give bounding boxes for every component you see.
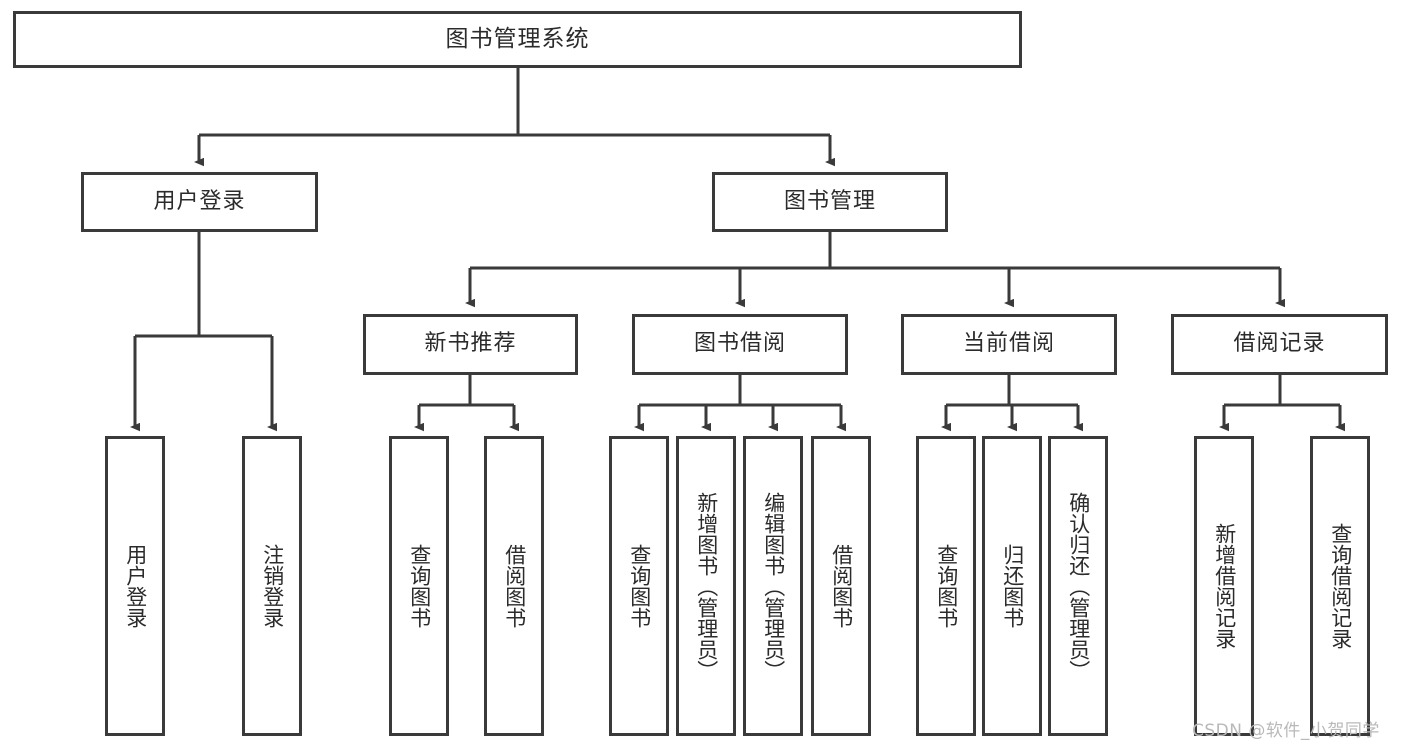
node-label: 新书推荐	[424, 331, 517, 357]
leaf-current-borrow-return-book[interactable]: 归还图书	[982, 436, 1042, 736]
node-label: 归还图书	[1000, 544, 1025, 628]
leaf-new-book-borrow-book[interactable]: 借阅图书	[484, 436, 544, 736]
leaf-user-login-logout[interactable]: 注销登录	[242, 436, 302, 736]
node-root-book-management-system[interactable]: 图书管理系统	[13, 11, 1022, 68]
node-label: 借阅图书	[502, 544, 527, 628]
node-label: 图书借阅	[693, 331, 786, 357]
node-label: 查询图书	[934, 544, 959, 628]
leaf-current-borrow-query-book[interactable]: 查询图书	[916, 436, 976, 736]
leaf-borrow-record-query-record[interactable]: 查询借阅记录	[1310, 436, 1370, 736]
node-label: 借阅图书	[829, 544, 854, 628]
leaf-current-borrow-confirm-return-admin[interactable]: 确认归还（管理员）	[1048, 436, 1108, 736]
node-label: 确认归还（管理员）	[1066, 491, 1091, 681]
leaf-book-borrow-edit-book-admin[interactable]: 编辑图书（管理员）	[743, 436, 803, 736]
watermark-text: CSDN @软件_小贺同学	[1192, 721, 1380, 741]
node-label: 新增借阅记录	[1212, 523, 1237, 649]
node-label: 当前借阅	[962, 331, 1055, 357]
csdn-watermark: CSDN @软件_小贺同学	[1192, 716, 1380, 741]
leaf-new-book-query-book[interactable]: 查询图书	[389, 436, 449, 736]
node-book-management[interactable]: 图书管理	[712, 172, 948, 232]
node-label: 图书管理	[783, 188, 876, 214]
node-label: 用户登录	[153, 188, 246, 214]
node-new-book-recommend[interactable]: 新书推荐	[363, 314, 578, 375]
node-current-borrow[interactable]: 当前借阅	[901, 314, 1117, 375]
leaf-user-login-login[interactable]: 用户登录	[105, 436, 165, 736]
node-label: 新增图书（管理员）	[694, 491, 719, 681]
node-label: 查询图书	[407, 544, 432, 628]
node-label: 用户登录	[123, 544, 148, 628]
leaf-book-borrow-add-book-admin[interactable]: 新增图书（管理员）	[676, 436, 736, 736]
node-book-borrow[interactable]: 图书借阅	[632, 314, 848, 375]
leaf-book-borrow-borrow-book[interactable]: 借阅图书	[811, 436, 871, 736]
node-label: 查询借阅记录	[1328, 523, 1353, 649]
node-borrow-record[interactable]: 借阅记录	[1171, 314, 1388, 375]
node-label: 注销登录	[260, 544, 285, 628]
node-label: 借阅记录	[1233, 331, 1326, 357]
node-label: 编辑图书（管理员）	[761, 491, 786, 681]
leaf-book-borrow-query-book[interactable]: 查询图书	[609, 436, 669, 736]
node-label: 查询图书	[627, 544, 652, 628]
node-label: 图书管理系统	[445, 25, 590, 52]
leaf-borrow-record-add-record[interactable]: 新增借阅记录	[1194, 436, 1254, 736]
node-user-login[interactable]: 用户登录	[81, 172, 318, 232]
